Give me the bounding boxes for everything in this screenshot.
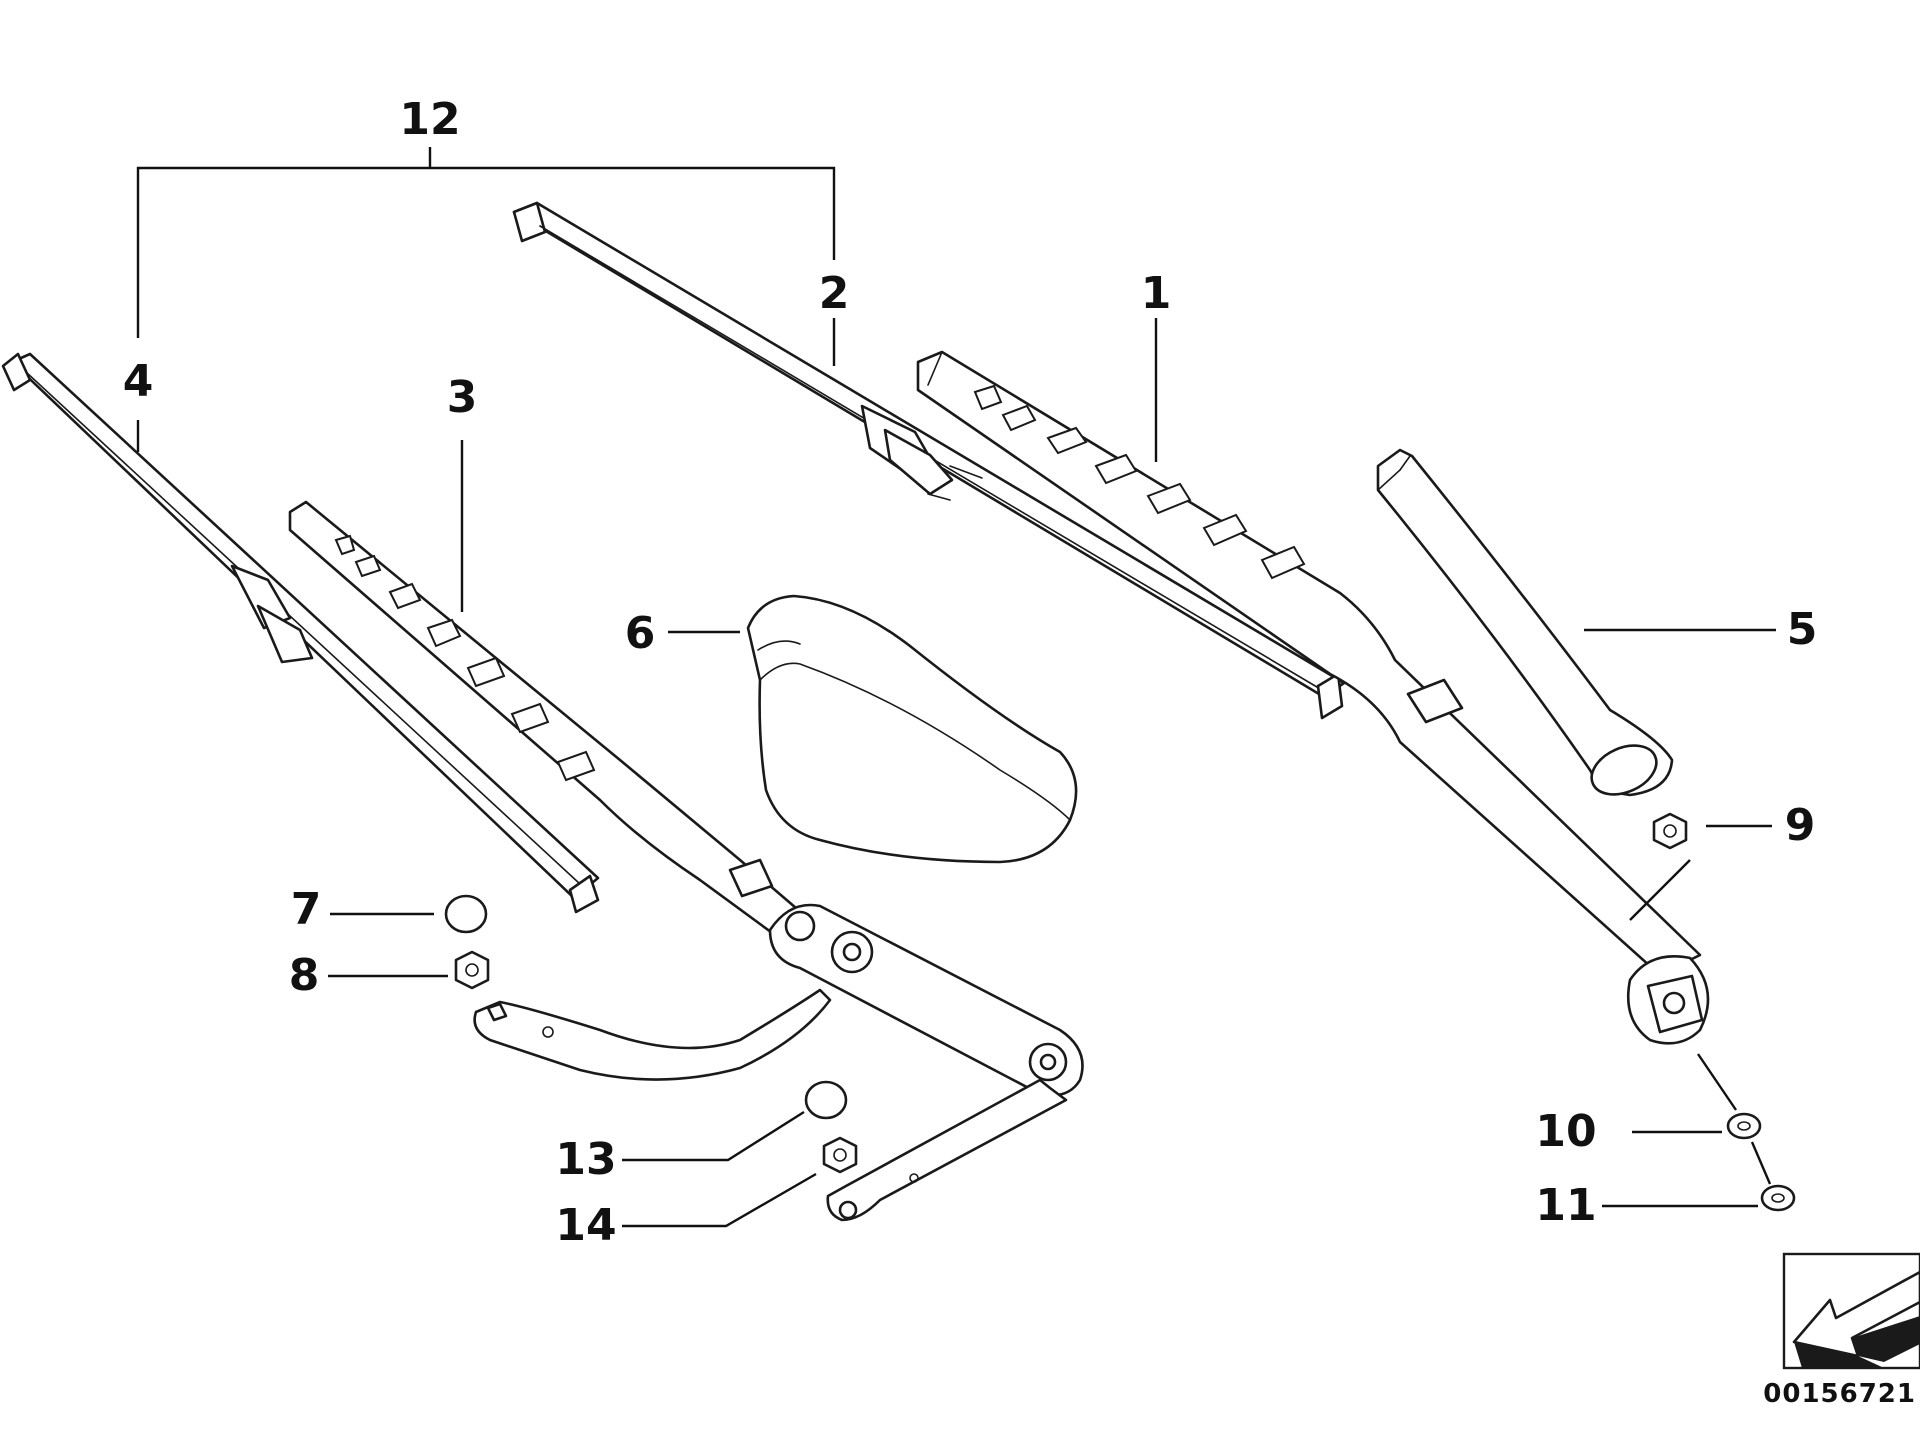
leader-lines <box>136 147 1776 1228</box>
washer-10[interactable] <box>1726 1112 1762 1140</box>
document-number: 00156721 <box>1763 1379 1916 1409</box>
nut-8[interactable] <box>454 950 490 990</box>
callout-3: 3 <box>447 372 478 423</box>
arm-left-windows <box>334 534 596 782</box>
callout-6: 6 <box>625 608 656 659</box>
nut-9[interactable] <box>1652 812 1688 850</box>
callout-8: 8 <box>289 950 320 1001</box>
callout-11: 11 <box>1535 1180 1596 1231</box>
wiper-blade-right[interactable] <box>512 201 1346 720</box>
cap-7[interactable] <box>444 894 488 934</box>
callout-10: 10 <box>1535 1106 1596 1157</box>
arm-right-windows <box>973 384 1306 580</box>
wiper-arm-right[interactable] <box>916 350 1710 1045</box>
callout-2: 2 <box>819 268 850 319</box>
wiper-arm-left[interactable] <box>288 500 812 948</box>
callout-4: 4 <box>123 356 154 407</box>
orientation-arrow-box <box>1782 1252 1920 1370</box>
callout-12: 12 <box>399 94 460 145</box>
wiper-blade-left[interactable] <box>1 352 600 914</box>
callout-9: 9 <box>1785 800 1816 851</box>
callout-7: 7 <box>291 884 322 935</box>
callout-14: 14 <box>555 1200 616 1251</box>
cap-13[interactable] <box>804 1080 848 1120</box>
callout-13: 13 <box>555 1134 616 1185</box>
direction-arrow-icon <box>1792 1270 1920 1368</box>
nut-14[interactable] <box>822 1136 858 1174</box>
wiper-linkage[interactable] <box>473 903 1084 1222</box>
callout-5: 5 <box>1787 604 1818 655</box>
arm-cover[interactable] <box>1376 448 1674 804</box>
callout-1: 1 <box>1141 268 1172 319</box>
washer-11[interactable] <box>1760 1184 1796 1212</box>
callout-labels: 1 2 3 4 5 6 7 8 9 10 11 12 13 14 <box>123 94 1818 1251</box>
deflector-cover[interactable] <box>746 594 1078 864</box>
